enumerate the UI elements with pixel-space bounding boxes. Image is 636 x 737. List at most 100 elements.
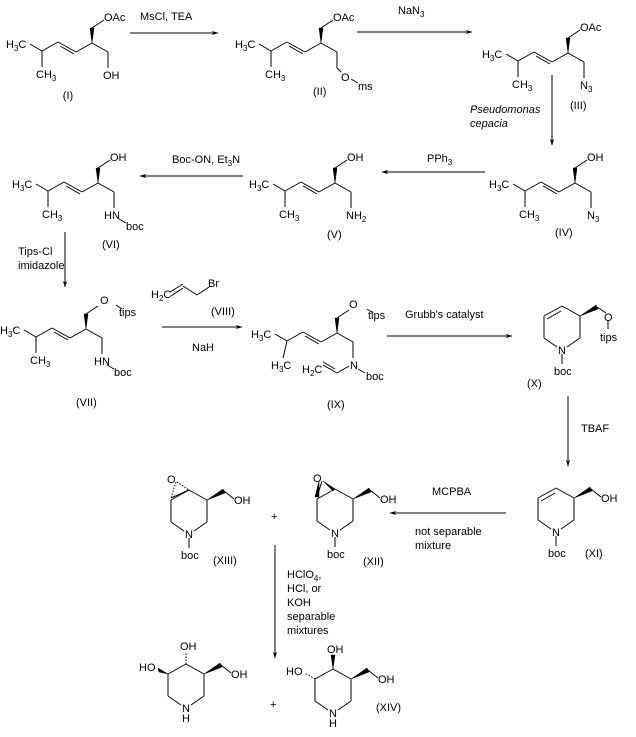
reagent-step9: TBAF [581, 423, 609, 435]
hydroxyl-group: HO [139, 662, 156, 674]
hydroxyl-group: OH [587, 152, 604, 164]
hydroxyl-group: OH [380, 494, 397, 506]
tips-label: tips [368, 310, 386, 322]
compound-VI: H3C CH3 OH HN boc (VI) [12, 152, 144, 251]
svg-text:H3C: H3C [251, 329, 271, 343]
compound-VII: H3C CH3 O tips HN boc (VII) [0, 295, 137, 409]
compound-III: H3C CH3 OAc N3 (III) [482, 22, 602, 112]
nh-hydrogen: H [182, 713, 190, 725]
methyl-label: H [6, 39, 14, 51]
reagent-step10-note2: mixture [415, 540, 451, 552]
oxygen-label: O [100, 295, 109, 307]
compound-IX: H3C H3C H2C O tips N boc (IX) [251, 299, 386, 411]
azide-group: N3 [587, 210, 600, 224]
mesyl-label: ms [358, 81, 373, 93]
svg-text:H3C: H3C [6, 39, 26, 53]
svg-text:CH3: CH3 [512, 79, 533, 93]
svg-text:H3C: H3C [271, 360, 291, 374]
compound-label-VII: (VII) [76, 397, 97, 409]
compound-XIV: HO OH OH N H (XIV) [286, 644, 401, 730]
svg-text:H2C: H2C [151, 289, 171, 303]
compound-label-XIV: (XIV) [376, 702, 401, 714]
compound-label-IX: (IX) [327, 399, 345, 411]
reagent-step8: Grubb's catalyst [405, 309, 484, 321]
nitrogen-label: N [558, 345, 566, 357]
compound-label-X: (X) [527, 378, 542, 390]
hydroxyl-group: OH [110, 152, 127, 164]
compound-label-XI: (XI) [585, 548, 603, 560]
reagent-step6-line1: Tips-Cl [18, 246, 52, 258]
nitrogen-label: N [552, 527, 560, 539]
oac-group: OAc [333, 12, 355, 24]
svg-text:H3C: H3C [0, 325, 20, 339]
reagent-step11-line3: KOH [287, 597, 311, 609]
boc-label: boc [366, 371, 384, 383]
epoxide-oxygen: O [313, 473, 322, 485]
hydroxyl-group: OH [347, 152, 364, 164]
compound-label-V: (V) [327, 229, 342, 241]
compound-XIII: O N boc OH (XIII) [167, 474, 251, 567]
reagent-step10: MCPBA [432, 486, 472, 498]
compound-IV: H3C CH3 OH N3 (IV) [489, 152, 604, 239]
hydroxyl-group: HO [286, 666, 303, 678]
tips-label: tips [119, 307, 137, 319]
boc-label: boc [554, 366, 572, 378]
nh-label: HN [104, 210, 120, 222]
svg-text:CH3: CH3 [36, 69, 57, 83]
compound-label-I: (I) [63, 90, 73, 102]
reagent-step3-line1: Pseudomonas [470, 104, 541, 116]
compound-label-III: (III) [570, 100, 587, 112]
compound-V: H3C CH3 OH NH2 (V) [249, 152, 367, 241]
nitrogen-label: N [350, 360, 358, 372]
hydroxyl-group: OH [180, 641, 197, 653]
nh-hydrogen: H [329, 718, 337, 730]
svg-text:H2C: H2C [302, 364, 322, 378]
boc-label: boc [181, 550, 199, 562]
reagent-step10-note1: not separable [415, 526, 482, 538]
epoxide-oxygen: O [167, 474, 176, 486]
reagent-step3-line2: cepacia [470, 118, 508, 130]
compound-label-VIII: (VIII) [211, 306, 235, 318]
oac-group: OAc [580, 22, 602, 34]
compound-I: H3C CH3 OAc OH (I) [6, 12, 126, 102]
svg-text:CH3: CH3 [30, 355, 51, 369]
compound-label-II: (II) [313, 86, 326, 98]
nitrogen-label: N [182, 703, 190, 715]
boc-label: boc [114, 367, 132, 379]
compound-XI: N boc OH (XI) [537, 486, 618, 560]
reagent-step2: NaN3 [398, 5, 425, 19]
bromine-label: Br [208, 278, 219, 290]
compound-label-IV: (IV) [555, 227, 573, 239]
plus-sign: + [270, 699, 276, 711]
reagent-step6-line2: imidazole [18, 260, 64, 272]
reagent-step5: Boc-ON, Et3N [172, 154, 240, 168]
nitrogen-label: N [329, 708, 337, 720]
compound-VIII: H2C Br (VIII) [151, 278, 235, 318]
hydroxyl-group: OH [378, 674, 395, 686]
reagent-step11-line2: HCl, or [287, 583, 322, 595]
compound-label-VI: (VI) [102, 239, 120, 251]
svg-text:H3C: H3C [235, 39, 255, 53]
reagent-step11-line1: HClO4, [287, 569, 321, 583]
svg-text:H3C: H3C [489, 179, 509, 193]
boc-label: boc [327, 549, 345, 561]
svg-text:H3C: H3C [249, 179, 269, 193]
compound-X: N boc O tips (X) [527, 304, 618, 390]
boc-label: boc [126, 221, 144, 233]
oxygen-label: O [349, 299, 358, 311]
oxygen-label: O [341, 72, 350, 84]
oxygen-label: O [604, 312, 613, 324]
svg-text:H3C: H3C [12, 179, 32, 193]
tips-label: tips [600, 332, 618, 344]
compound-II: H3C CH3 OAc O ms (II) [235, 12, 373, 98]
svg-text:CH3: CH3 [42, 209, 63, 223]
nitrogen-label: N [331, 528, 339, 540]
boc-label: boc [548, 548, 566, 560]
hydroxyl-group: OH [327, 644, 344, 656]
compound-XII: O N boc OH (XII) [313, 473, 397, 568]
hydroxyl-group: OH [234, 495, 251, 507]
nh-label: HN [94, 356, 110, 368]
oac-group: OAc [104, 12, 126, 24]
reagent-step11-line4: separable [287, 611, 335, 623]
